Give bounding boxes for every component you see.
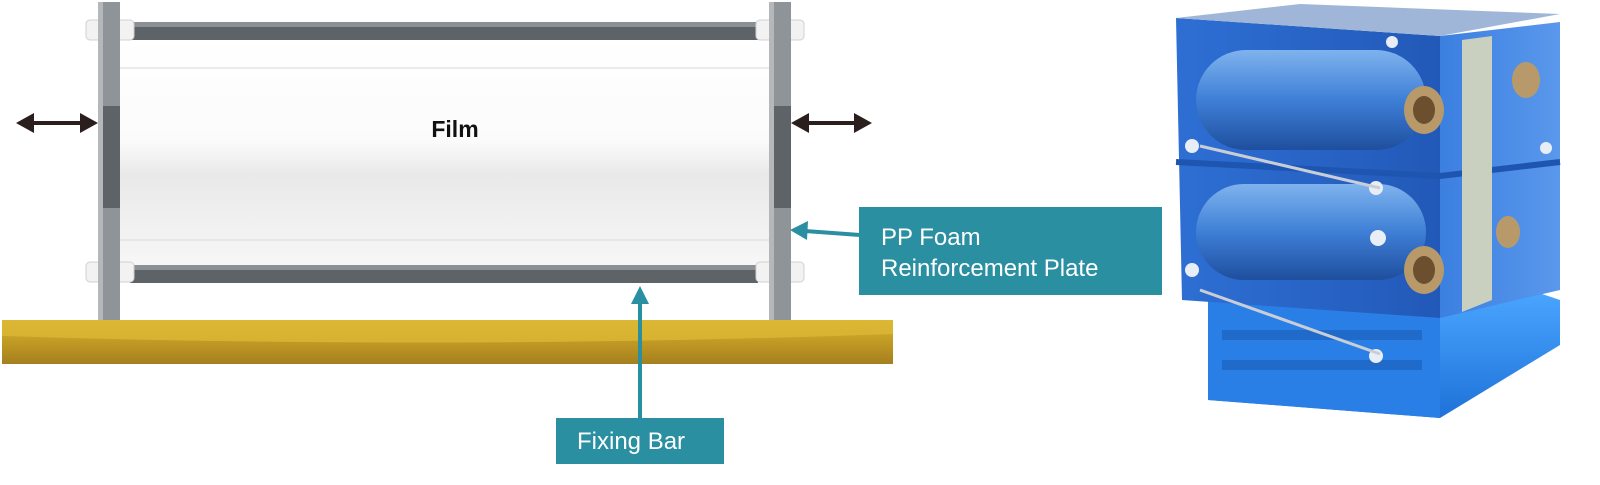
fixing-bar-callout-text: Fixing Bar	[577, 428, 686, 455]
film-roll	[118, 36, 772, 268]
pp-foam-plate-right	[769, 2, 791, 320]
pp-foam-callout-line2: Reinforcement Plate	[881, 255, 1099, 282]
callout-arrow-pp-foam	[790, 221, 861, 240]
fixing-bar-callout: Fixing Bar	[556, 418, 724, 464]
pp-foam-callout: PP Foam Reinforcement Plate	[859, 207, 1162, 295]
pallet-highlight	[2, 320, 893, 343]
packaged-crate-image	[1175, 4, 1561, 418]
pp-foam-callout-line1: PP Foam	[881, 224, 981, 251]
pp-foam-plate-left	[98, 2, 120, 320]
film-label: Film	[431, 116, 479, 142]
callout-arrow-fixing-bar	[631, 286, 649, 418]
double-arrow-left-icon	[16, 113, 98, 133]
double-arrow-right-icon	[791, 113, 872, 133]
